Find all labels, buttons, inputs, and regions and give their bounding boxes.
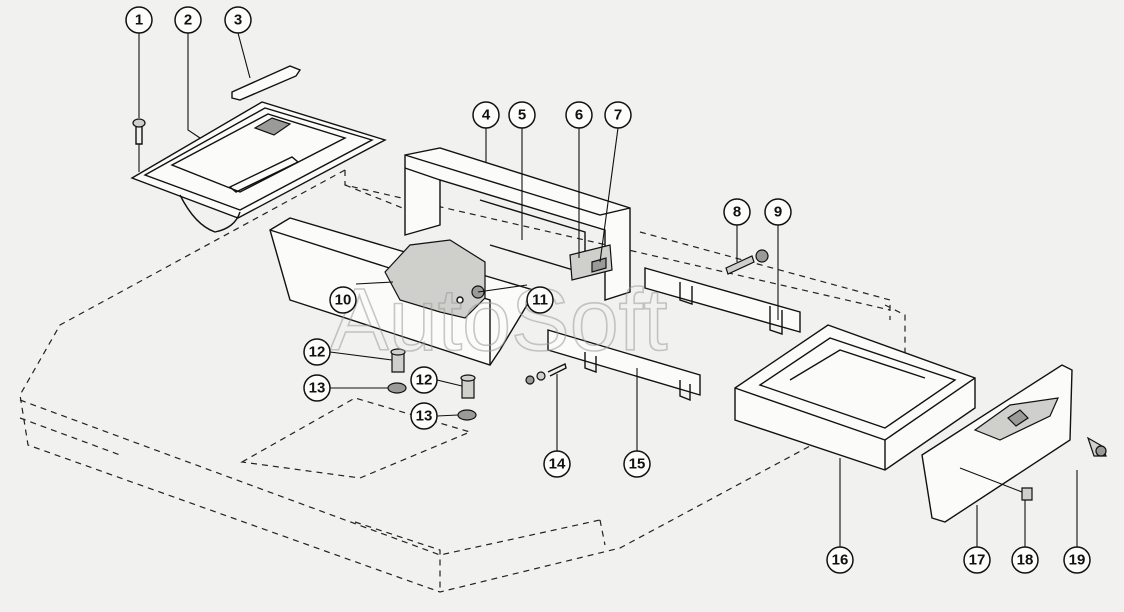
wrench — [231, 65, 302, 101]
bolts-and-washers — [387, 348, 477, 421]
svg-text:6: 6 — [575, 107, 583, 124]
callout-17: 17 — [963, 546, 991, 574]
callout-13a: 13 — [303, 374, 331, 402]
callout-6: 6 — [565, 101, 593, 129]
slide-rail-right — [644, 267, 801, 335]
callout-18: 18 — [1011, 546, 1039, 574]
drawer-box — [734, 324, 976, 471]
callout-10: 10 — [329, 286, 357, 314]
callout-9: 9 — [764, 198, 792, 226]
callout-7: 7 — [604, 101, 632, 129]
mount-bracket — [384, 239, 486, 319]
svg-text:2: 2 — [184, 12, 192, 29]
leader-lines — [138, 32, 1078, 547]
svg-text:12: 12 — [309, 344, 326, 361]
svg-text:12: 12 — [416, 372, 433, 389]
callout-4: 4 — [472, 101, 500, 129]
callout-1: 1 — [125, 6, 153, 34]
callout-2: 2 — [174, 6, 202, 34]
watermark: AutoSoft — [330, 270, 668, 369]
bolt-part-8 — [725, 249, 769, 275]
svg-text:11: 11 — [532, 292, 548, 309]
callout-19: 19 — [1063, 546, 1091, 574]
svg-text:13: 13 — [309, 380, 326, 397]
svg-text:7: 7 — [614, 107, 622, 124]
slide-rail-left — [547, 329, 701, 402]
callout-5: 5 — [508, 101, 536, 129]
callout-12a: 12 — [303, 338, 331, 366]
callout-11: 11 — [526, 286, 554, 314]
svg-text:13: 13 — [416, 408, 433, 425]
callout-3: 3 — [224, 6, 252, 34]
drawer-front-panel — [921, 364, 1073, 523]
bolt-part-14 — [525, 363, 567, 385]
svg-text:4: 4 — [482, 107, 491, 124]
screw-part-1 — [132, 118, 146, 145]
tray-lid — [130, 101, 387, 233]
svg-text:17: 17 — [969, 552, 986, 569]
svg-text:8: 8 — [733, 204, 741, 221]
callout-15: 15 — [623, 450, 651, 478]
svg-text:9: 9 — [774, 204, 782, 221]
svg-text:14: 14 — [549, 456, 566, 473]
svg-text:5: 5 — [518, 107, 526, 124]
svg-text:1: 1 — [135, 12, 143, 29]
body-outline — [19, 169, 906, 593]
callout-12b: 12 — [410, 366, 438, 394]
svg-text:3: 3 — [234, 12, 242, 29]
svg-text:16: 16 — [832, 552, 849, 569]
callout-13b: 13 — [410, 402, 438, 430]
callout-16: 16 — [826, 546, 854, 574]
svg-text:19: 19 — [1069, 552, 1086, 569]
callout-8: 8 — [723, 198, 751, 226]
svg-text:18: 18 — [1017, 552, 1034, 569]
callout-14: 14 — [543, 450, 571, 478]
screw-and-lock — [1021, 436, 1107, 501]
svg-text:10: 10 — [335, 292, 352, 309]
svg-text:15: 15 — [629, 456, 646, 473]
